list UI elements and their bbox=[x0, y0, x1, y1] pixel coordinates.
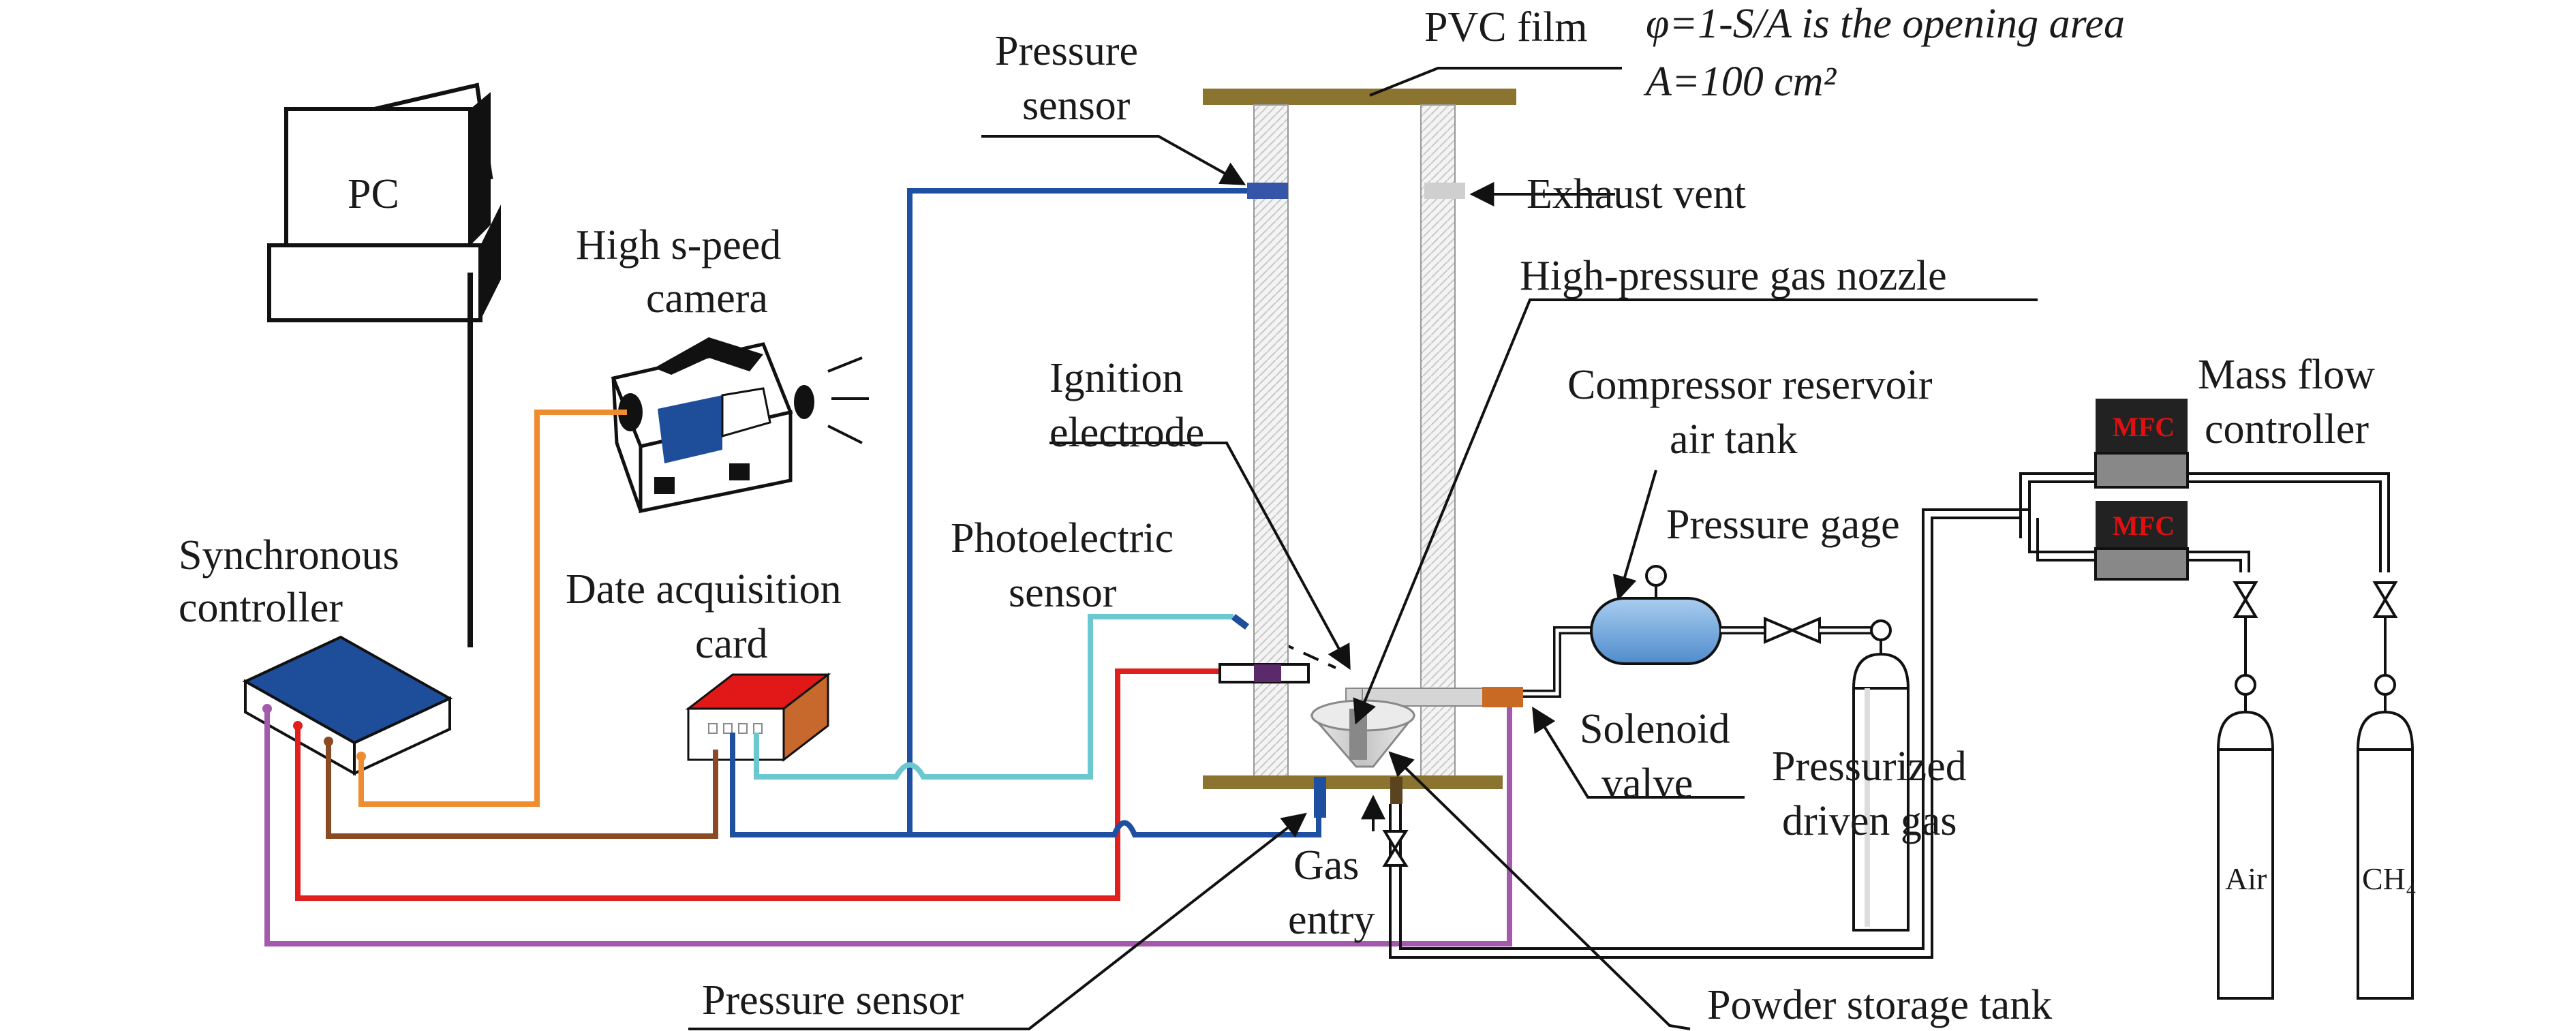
solenoid-label-line1: Solenoid bbox=[1580, 706, 1730, 752]
diagram-labels: Pressure sensor PVC film φ=1-S/A is the … bbox=[702, 1, 2375, 1028]
compressor-label-line2: air tank bbox=[1670, 416, 1798, 463]
explosion-tube bbox=[1203, 89, 1523, 831]
mass-flow-label-line2: controller bbox=[2205, 406, 2369, 452]
compressor-reservoir bbox=[1523, 565, 1910, 932]
pressurized-gas-cylinder bbox=[1852, 652, 1910, 932]
exhaust-vent bbox=[1424, 183, 1465, 199]
compressor-label-line1: Compressor reservoir bbox=[1567, 362, 1933, 408]
mfc-display-2 bbox=[2096, 501, 2188, 552]
pressurized-label-line2: driven gas bbox=[1782, 798, 1957, 844]
bottom-plate bbox=[1203, 775, 1503, 789]
pressure-sensor-top bbox=[1247, 183, 1288, 199]
air-label: Air bbox=[2225, 861, 2267, 896]
synchronous-controller: Synchronous controller bbox=[179, 532, 453, 776]
mfc-label-1: MFC bbox=[2113, 412, 2175, 442]
phi-label-line1: φ=1-S/A is the opening area bbox=[1646, 1, 2125, 47]
camera-label-line2: camera bbox=[646, 275, 768, 322]
mass-flow-controllers: MFC MFC Air CH₄ bbox=[2019, 399, 2417, 1000]
ignition-label-line2: electrode bbox=[1049, 410, 1204, 456]
mfc-label-2: MFC bbox=[2113, 510, 2175, 541]
pvc-film-label: PVC film bbox=[1424, 4, 1587, 50]
pressurized-label-line1: Pressurized bbox=[1772, 743, 1967, 790]
synchronous-controller-label-line2: controller bbox=[179, 585, 343, 631]
camera-label-line1: High s-peed bbox=[576, 222, 781, 268]
gas-entry-label-line1: Gas bbox=[1293, 842, 1359, 889]
gas-entry-label-line2: entry bbox=[1288, 897, 1375, 943]
data-acquisition-card: Date acquisition card bbox=[566, 566, 842, 763]
air-cylinder: Air bbox=[2216, 695, 2275, 1000]
ch4-cylinder: CH₄ bbox=[2356, 695, 2417, 1000]
air-tank bbox=[1590, 597, 1722, 665]
high-speed-camera: High s-peed camera bbox=[576, 222, 869, 514]
pc-computer: PC bbox=[267, 82, 501, 322]
pressure-sensor-bottom bbox=[1314, 777, 1326, 818]
pvc-film-plate bbox=[1203, 89, 1516, 105]
pressure-gage-icon bbox=[1645, 565, 1667, 587]
pressure-sensor-top-label-line2: sensor bbox=[1022, 82, 1131, 129]
ignition-electrode-part bbox=[1254, 664, 1281, 682]
ch4-label: CH₄ bbox=[2362, 861, 2417, 896]
leader-lines bbox=[688, 67, 2038, 1030]
synchronous-controller-label-line1: Synchronous bbox=[179, 532, 399, 579]
gas-entry-valve bbox=[1382, 830, 1409, 867]
mfc-display-1 bbox=[2096, 399, 2188, 457]
photoelectric-label-line2: sensor bbox=[1009, 570, 1117, 616]
mass-flow-label-line1: Mass flow bbox=[2198, 352, 2375, 398]
pressure-sensor-top-label-line1: Pressure bbox=[995, 28, 1138, 74]
solenoid-valve-port bbox=[1482, 687, 1523, 707]
daq-label-line1: Date acquisition bbox=[566, 566, 842, 613]
powder-tank-label: Powder storage tank bbox=[1707, 982, 2052, 1028]
exhaust-vent-label: Exhaust vent bbox=[1527, 171, 1746, 217]
daq-label-line2: card bbox=[695, 621, 768, 667]
signal-wires bbox=[264, 188, 1512, 947]
pressure-sensor-bottom-label: Pressure sensor bbox=[702, 977, 964, 1024]
phi-label-line2: A=100 cm² bbox=[1643, 59, 1837, 105]
solenoid-label-line2: valve bbox=[1601, 760, 1693, 807]
pressure-gage-label: Pressure gage bbox=[1666, 502, 1900, 548]
pc-label: PC bbox=[348, 171, 399, 217]
nozzle-label: High-pressure gas nozzle bbox=[1520, 253, 1947, 299]
photoelectric-label-line1: Photoelectric bbox=[951, 515, 1174, 561]
ignition-label-line1: Ignition bbox=[1049, 355, 1183, 401]
